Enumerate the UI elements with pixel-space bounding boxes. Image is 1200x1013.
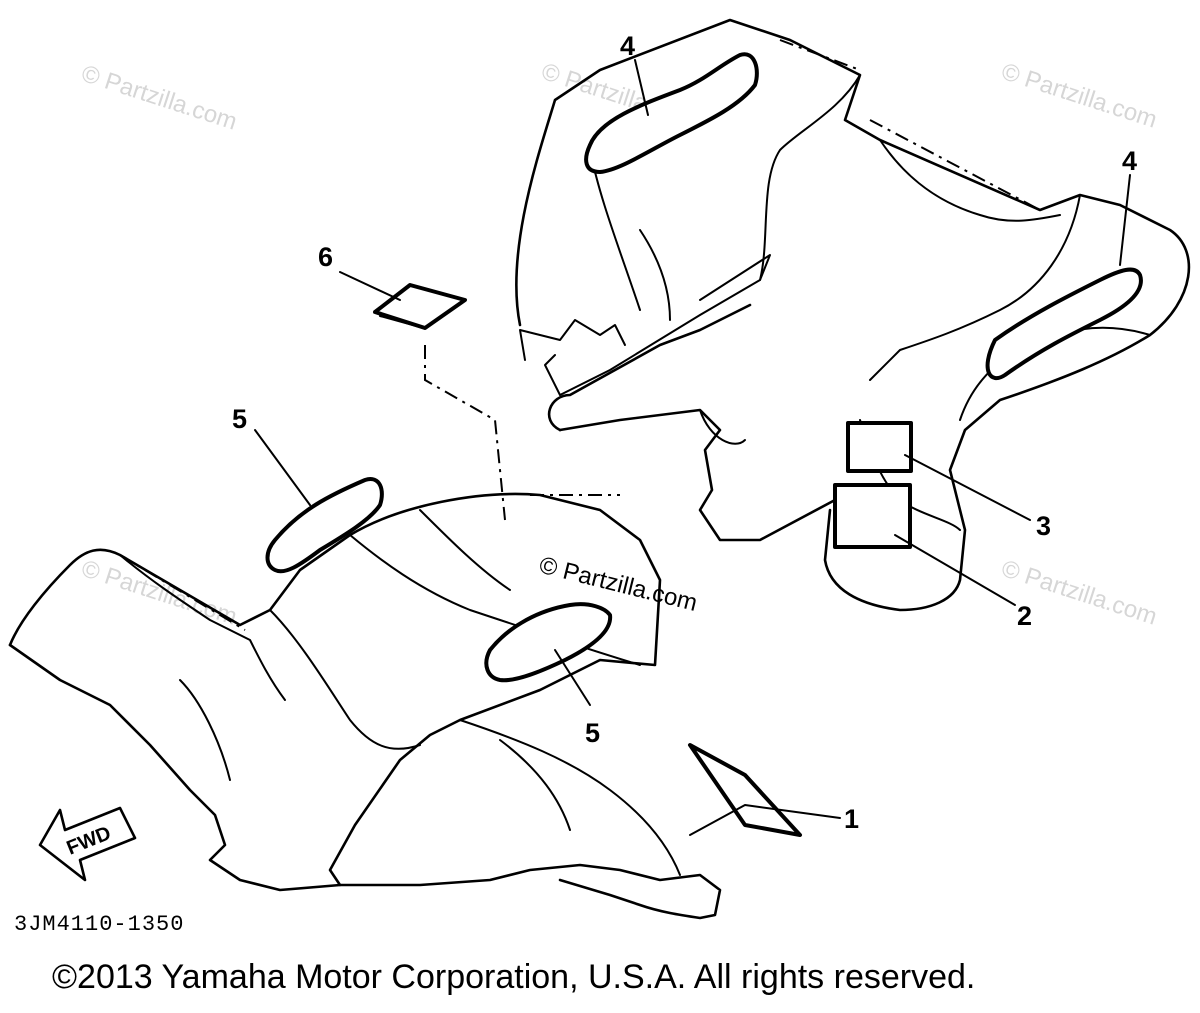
callout-4a: 4 xyxy=(620,31,635,61)
decal-5a xyxy=(265,477,384,574)
decal-1 xyxy=(688,743,802,837)
callout-2: 2 xyxy=(1017,601,1032,631)
decals xyxy=(265,52,1143,837)
callout-1: 1 xyxy=(844,804,859,834)
decal-6 xyxy=(373,283,467,330)
callout-5b: 5 xyxy=(585,718,600,748)
copyright-notice: ©2013 Yamaha Motor Corporation, U.S.A. A… xyxy=(52,958,976,996)
watermark: © Partzilla.com xyxy=(78,555,240,631)
decal-2 xyxy=(833,483,912,549)
callout-3: 3 xyxy=(1036,511,1051,541)
rear-fender xyxy=(515,18,1191,612)
callout-5a: 5 xyxy=(232,404,247,434)
decal-3 xyxy=(846,421,913,473)
callouts: 4 4 6 5 5 3 2 1 xyxy=(232,31,1137,834)
leader-lines xyxy=(254,59,1131,836)
decal-5b xyxy=(484,602,613,683)
watermark: © Partzilla.com xyxy=(78,60,240,136)
watermark: © Partzilla.com xyxy=(998,58,1160,134)
decal-4b xyxy=(985,267,1143,381)
diagram-code: 3JM4110-1350 xyxy=(14,912,185,937)
decal-4a xyxy=(584,52,759,174)
callout-6: 6 xyxy=(318,242,333,272)
callout-4b: 4 xyxy=(1122,146,1137,176)
fwd-arrow: FWD xyxy=(38,806,137,882)
front-fender xyxy=(8,492,722,920)
guide-lines xyxy=(119,39,1041,631)
